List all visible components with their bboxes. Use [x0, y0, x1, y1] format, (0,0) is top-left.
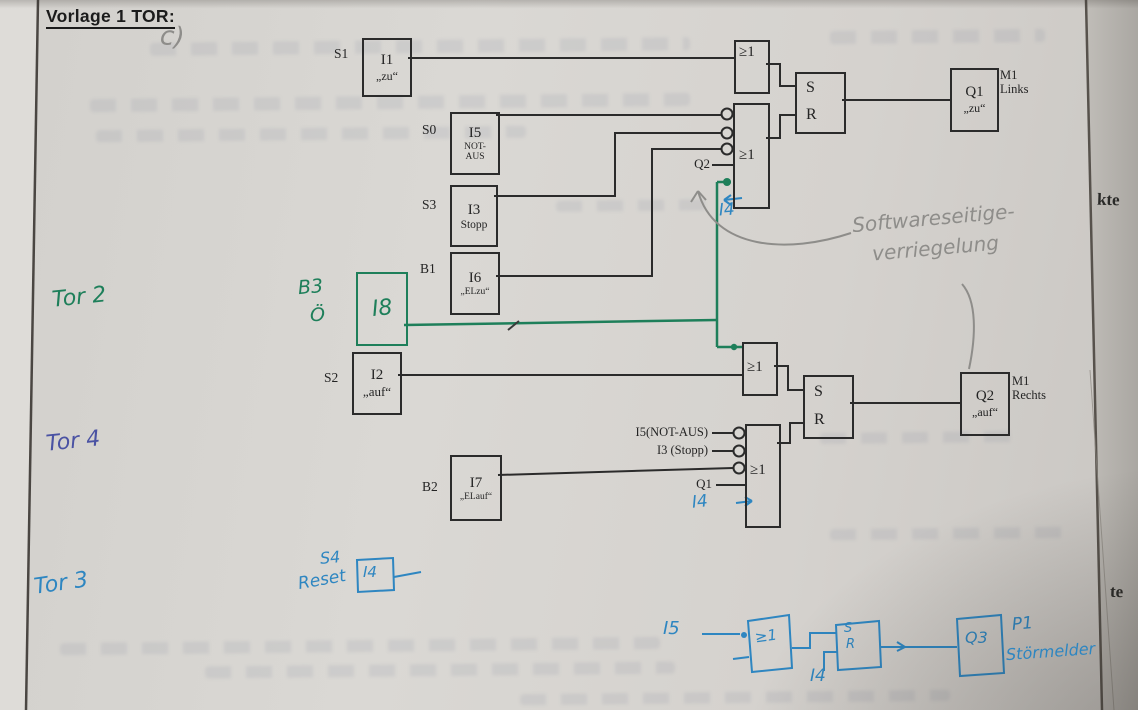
margin-note-tor4: Tor 4 — [44, 426, 102, 457]
blue-input-dot — [741, 632, 747, 638]
output-q1: Q1 „zu“ — [950, 68, 999, 132]
reset-block-sketch — [355, 556, 422, 594]
block-b2: I7 „ELauf“ — [450, 455, 502, 521]
block-b1-ref: B1 — [420, 261, 436, 276]
or-gate-symbol: ≥1 — [739, 44, 755, 60]
block-b2-id: I7 — [469, 474, 483, 491]
block-s3-label: Stopp — [460, 218, 488, 231]
pencil-pointer-arrows — [690, 190, 975, 370]
fault-reset-label: R — [846, 637, 856, 652]
block-b2-label: „ELauf“ — [459, 491, 493, 502]
block-s3-id: I3 — [467, 201, 481, 218]
reset-block-ref: S4 — [319, 547, 342, 568]
q1-feedback-label: Q1 — [696, 476, 712, 491]
green-junction-dot — [730, 343, 738, 351]
left-page-edge — [24, 0, 40, 710]
block-b3-ref2: Ö — [310, 304, 325, 326]
block-b1-id: I6 — [468, 270, 482, 286]
fault-circuit-sketch — [702, 613, 1006, 678]
or-gate-set-q2: ≥1 — [742, 342, 778, 396]
fault-input-label: I5 — [663, 618, 680, 639]
or-gate-symbol: ≥1 — [739, 147, 755, 163]
block-s2-id: I2 — [370, 367, 384, 383]
block-s1-ref: S1 — [334, 46, 349, 61]
or-gate-symbol: ≥1 — [747, 359, 763, 375]
output-q2-id: Q2 — [975, 388, 995, 404]
block-s0-label2: AUS — [465, 152, 485, 162]
right-page-edge — [1084, 0, 1104, 710]
block-b3-id: I8 — [370, 295, 394, 323]
reset-input-label: R — [806, 106, 817, 123]
or-gate-reset-q2: ≥1 — [745, 424, 781, 528]
block-s0-ref: S0 — [422, 122, 437, 137]
negation-bubbles — [720, 107, 746, 475]
underlying-text-fragment: te — [1109, 581, 1124, 602]
block-s1-label: „zu“ — [376, 68, 398, 83]
block-s0: I5 NOT- AUS — [450, 112, 500, 175]
q1-direction: Links — [1000, 82, 1029, 96]
block-s3-ref: S3 — [422, 197, 437, 212]
block-b3: I8 — [356, 272, 408, 346]
set-input-label: S — [814, 383, 823, 400]
q2-device: M1 — [1012, 374, 1030, 388]
reset-input-label: R — [814, 411, 825, 428]
block-b1: I6 „ELzu“ — [450, 252, 500, 315]
underlying-text-fragment: kte — [1096, 189, 1120, 210]
fault-or-symbol: ≥1 — [753, 625, 779, 647]
block-s3: I3 Stopp — [450, 185, 498, 247]
block-b3-ref: B3 — [297, 274, 324, 300]
fault-set-label: S — [844, 621, 853, 636]
sr-flipflop-q1: S R — [795, 72, 846, 134]
output-q2: Q2 „auf“ — [960, 372, 1010, 436]
output-q2-label: „auf“ — [972, 405, 998, 419]
printed-wires — [398, 57, 960, 486]
q2-direction: Rechts — [1012, 388, 1047, 402]
sr-flipflop-q2: S R — [803, 375, 854, 439]
fault-device-ref: P1 — [1011, 613, 1034, 635]
fault-output-label: Q3 — [965, 628, 988, 647]
set-input-label: S — [806, 79, 815, 96]
block-b1-label: „ELzu“ — [460, 287, 490, 297]
fault-reset-input: I4 — [810, 666, 826, 686]
block-s0-id: I5 — [468, 125, 482, 141]
block-s1-id: I1 — [380, 51, 394, 68]
output-q1-label: „zu“ — [963, 101, 986, 115]
or-gate-reset-q1: ≥1 — [733, 103, 770, 209]
or-gate-symbol: ≥1 — [750, 462, 766, 478]
i4-input-top: I4 — [718, 199, 736, 221]
margin-note-tor2: Tor 2 — [50, 282, 108, 313]
pencil-c-mark: c) — [159, 21, 186, 53]
block-s2-label: „auf“ — [362, 384, 392, 399]
paper-crease — [1089, 369, 1115, 710]
notaus-input-label: I5(NOT-AUS) — [635, 425, 708, 439]
block-s0-label1: NOT- — [464, 142, 486, 152]
block-s2: I2 „auf“ — [352, 352, 402, 415]
or-gate-set-q1: ≥1 — [734, 40, 770, 94]
page-title: Vorlage 1 TOR: — [46, 6, 175, 29]
q2-feedback-label: Q2 — [694, 156, 710, 171]
green-junction-dot — [723, 178, 731, 186]
i4-input-bottom: I4 — [690, 491, 709, 513]
block-s2-ref: S2 — [324, 370, 339, 385]
block-b2-ref: B2 — [422, 479, 438, 494]
output-q1-id: Q1 — [965, 84, 984, 100]
pen-tick-mark — [507, 320, 520, 331]
block-s1: I1 „zu“ — [362, 38, 412, 97]
q1-device: M1 — [1000, 68, 1018, 82]
stopp-input-label: I3 (Stopp) — [656, 443, 708, 457]
reset-block-id: I4 — [363, 563, 377, 581]
